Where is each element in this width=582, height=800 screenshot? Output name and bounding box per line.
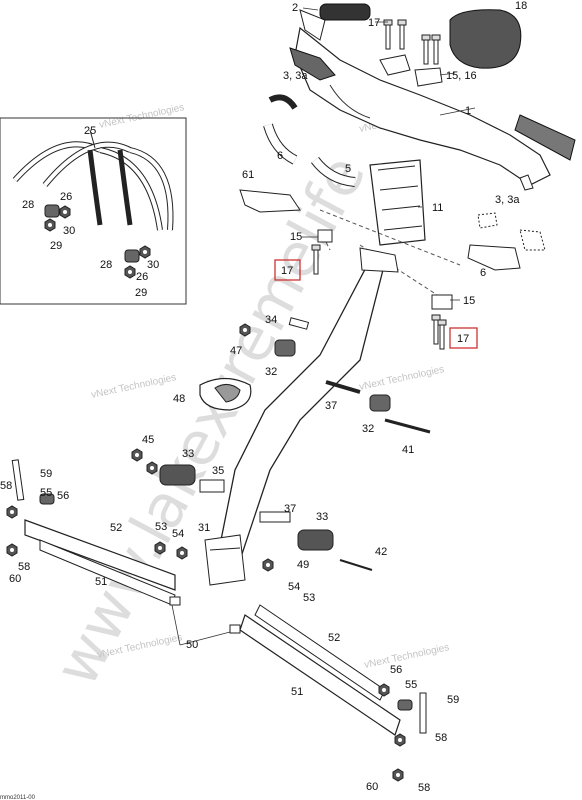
- part-label: 59: [40, 468, 52, 480]
- part-label: 56: [57, 490, 69, 502]
- part-label: 26: [136, 271, 148, 283]
- part-label: 58: [418, 782, 430, 794]
- part-label: 51: [291, 686, 303, 698]
- part-label: 32: [265, 366, 277, 378]
- part-label: 2: [292, 2, 298, 14]
- part-label: 31: [198, 522, 210, 534]
- part-label: 53: [303, 592, 315, 604]
- vendor-watermark: vNext Technologies: [363, 642, 450, 671]
- part-label: 15: [463, 295, 475, 307]
- vendor-watermark: vNext Technologies: [98, 102, 185, 131]
- part-label: 50: [186, 639, 198, 651]
- part-label: 58: [0, 480, 12, 492]
- figure-code: mmo2011-00: [0, 795, 36, 800]
- part-label: 5: [345, 163, 351, 175]
- part-label: 28: [22, 199, 34, 211]
- part-label: 45: [142, 434, 154, 446]
- callout-box: [274, 259, 301, 281]
- part-label: 61: [242, 169, 254, 181]
- part-label: 11: [432, 202, 443, 214]
- tie-rods: [6, 459, 427, 782]
- part-label: 53: [155, 521, 167, 533]
- part-label: 52: [328, 632, 340, 644]
- part-label: 37: [325, 400, 337, 412]
- part-label: 60: [9, 573, 21, 585]
- part-label: 30: [147, 259, 159, 271]
- part-label: 41: [402, 444, 414, 456]
- part-label: 6: [480, 267, 486, 279]
- part-label: 35: [212, 465, 224, 477]
- site-watermark: www.lakextremelife: [41, 144, 379, 697]
- part-label: 30: [63, 225, 75, 237]
- handlebar-assembly: [239, 3, 576, 271]
- part-label: 58: [18, 561, 30, 573]
- small-parts: [131, 19, 453, 572]
- part-label: 28: [100, 259, 112, 271]
- part-label: 52: [110, 522, 122, 534]
- part-label: 55: [405, 679, 417, 691]
- callout-box: [449, 327, 478, 349]
- part-label: 29: [135, 287, 147, 299]
- part-label: 3, 3a: [283, 70, 308, 82]
- part-label: 47: [230, 345, 242, 357]
- part-label: 60: [366, 781, 378, 793]
- riser-block: [369, 159, 426, 246]
- vendor-watermark: vNext Technologies: [358, 364, 445, 393]
- part-label: 51: [95, 576, 107, 588]
- part-label: 49: [297, 559, 309, 571]
- part-label: 17: [368, 17, 380, 29]
- steering-column: [204, 247, 399, 586]
- part-label: 48: [173, 393, 185, 405]
- part-label: 17: [457, 333, 469, 345]
- part-label: 55: [40, 487, 52, 499]
- part-label: 18: [515, 0, 527, 12]
- part-label: 59: [447, 694, 459, 706]
- part-label: 29: [50, 240, 62, 252]
- part-label: 17: [281, 265, 293, 277]
- part-label: 34: [265, 314, 277, 326]
- vendor-watermark: vNext Technologies: [90, 372, 177, 401]
- part-label: 32: [362, 423, 374, 435]
- part-labels: 1 2 3, 3a 3, 3a 5 6 6 11 15, 16 15 15 17…: [0, 0, 527, 794]
- part-label: 1: [465, 105, 471, 117]
- part-label: 33: [316, 511, 328, 523]
- part-label: 37: [284, 503, 296, 515]
- part-label: 56: [390, 664, 402, 676]
- part-label: 33: [182, 448, 194, 460]
- part-label: 58: [435, 732, 447, 744]
- part-label: 25: [84, 125, 96, 137]
- part-label: 54: [172, 528, 184, 540]
- part-label: 26: [60, 191, 72, 203]
- part-label: 54: [288, 581, 300, 593]
- part-label: 15: [290, 231, 302, 243]
- inset-panel: [0, 117, 187, 305]
- part-label: 6: [277, 150, 283, 162]
- part-label: 42: [375, 546, 387, 558]
- leader-lines: [171, 7, 476, 646]
- part-label: 15, 16: [446, 70, 477, 82]
- part-label: 3, 3a: [495, 194, 520, 206]
